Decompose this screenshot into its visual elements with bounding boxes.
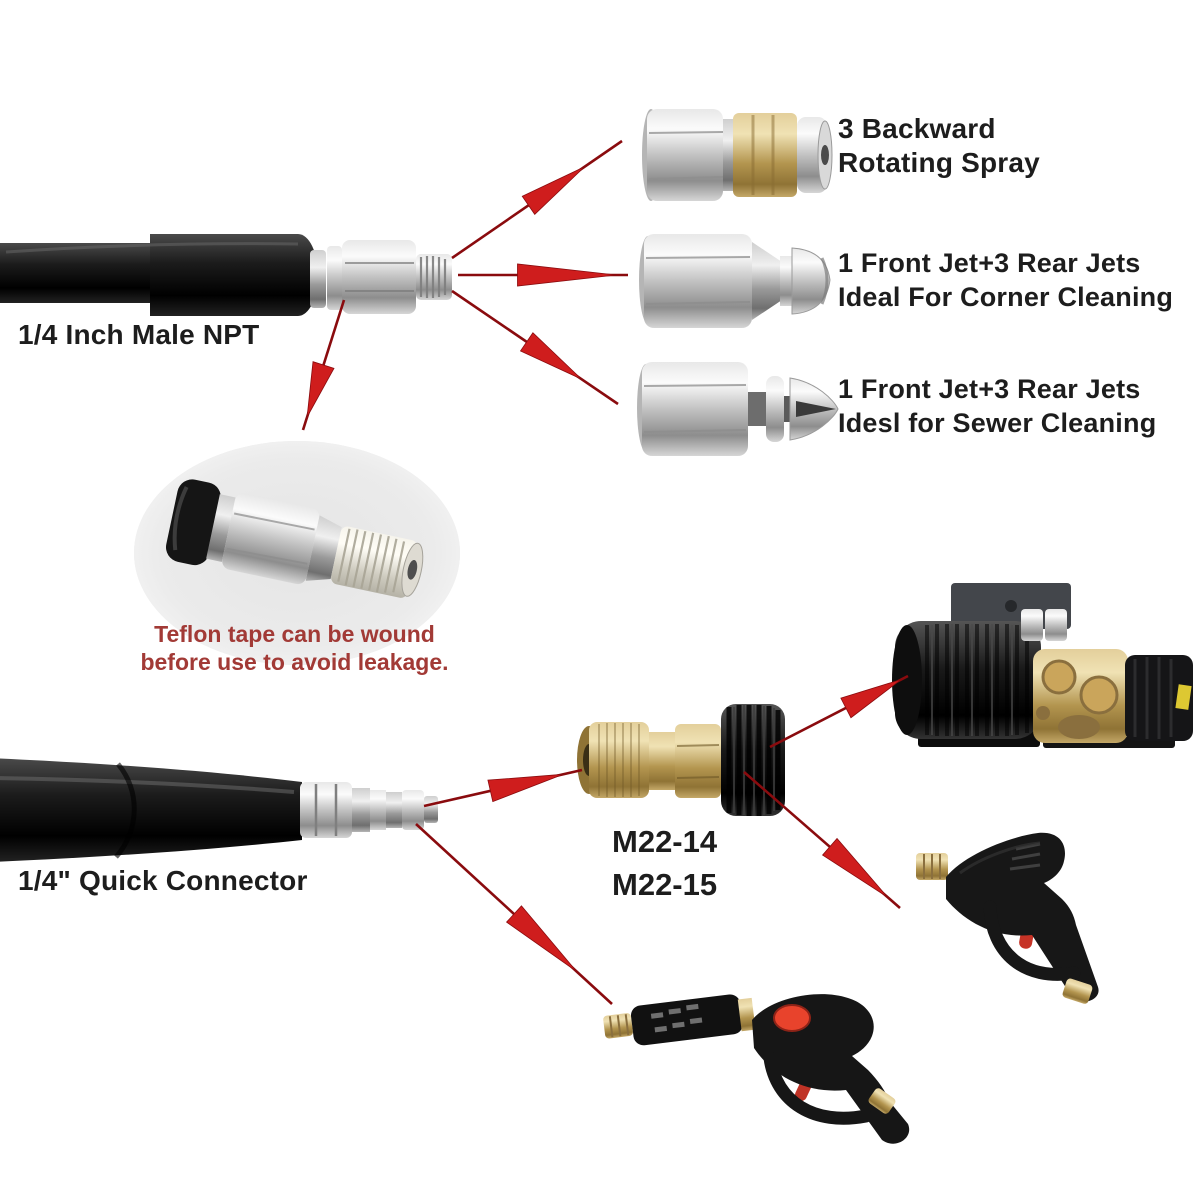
- pressure-washer-pump: [892, 583, 1193, 748]
- arrow-to-pump: [769, 674, 909, 749]
- nozzle-corner-label: 1 Front Jet+3 Rear Jets Ideal For Corner…: [838, 246, 1173, 314]
- label-line: 1 Front Jet+3 Rear Jets: [838, 374, 1141, 404]
- arrow-to-m22-adapter: [423, 768, 583, 808]
- arrow-head: [521, 166, 585, 216]
- jetter-hose-bottom: [0, 758, 438, 862]
- corner-cleaning-nozzle: [639, 234, 831, 328]
- teflon-zoom-circle: [134, 441, 460, 665]
- npt-connector-closeup: [165, 479, 424, 598]
- arrow-to-spray-gun: [743, 771, 901, 909]
- rotating-spray-nozzle: [642, 109, 833, 201]
- gun-safety-button: [773, 1004, 811, 1032]
- arrow-head: [821, 837, 888, 898]
- arrow-to-teflon-circle: [301, 299, 346, 431]
- spray-gun-with-lance: [603, 994, 910, 1144]
- label-line: Ideal For Corner Cleaning: [838, 282, 1174, 312]
- m22-adapter: [577, 704, 785, 816]
- nozzle-rotating-label: 3 Backward Rotating Spray: [838, 112, 1040, 180]
- gun-lance: [630, 994, 743, 1046]
- note-line: before use to avoid leakage.: [140, 649, 449, 675]
- sewer-cleaning-nozzle: [637, 362, 839, 456]
- arrow-head: [517, 263, 617, 287]
- arrow-head: [840, 679, 902, 719]
- arrow-to-sewer-nozzle: [451, 289, 619, 406]
- arrow-layer: [301, 139, 909, 1005]
- note-line: Teflon tape can be wound: [154, 621, 435, 647]
- pump-label: [1175, 684, 1192, 710]
- arrow-head: [306, 361, 335, 418]
- gun-inlet-fitting: [868, 1088, 896, 1114]
- male-npt-label: 1/4 Inch Male NPT: [18, 319, 260, 350]
- arrow-head: [505, 905, 578, 972]
- label-line: 1 Front Jet+3 Rear Jets: [838, 248, 1141, 278]
- jetter-hose-top: [0, 234, 452, 316]
- arrow-to-corner-nozzle: [458, 263, 628, 287]
- arrow-to-rotating-nozzle: [451, 139, 623, 260]
- nozzle-sewer-label: 1 Front Jet+3 Rear Jets Idesl for Sewer …: [838, 372, 1156, 440]
- label-line: M22-15: [612, 867, 718, 902]
- arrow-to-gun-with-lance: [415, 823, 613, 1005]
- label-line: Rotating Spray: [838, 147, 1040, 178]
- arrow-head: [487, 773, 564, 803]
- quick-connect-plug: [402, 790, 424, 830]
- label-line: Idesl for Sewer Cleaning: [838, 408, 1157, 438]
- quick-connector-label: 1/4" Quick Connector: [18, 865, 308, 896]
- label-line: 3 Backward: [838, 113, 996, 144]
- teflon-note: Teflon tape can be wound before use to a…: [112, 620, 477, 676]
- arrow-head: [519, 332, 582, 380]
- gun-inlet-fitting: [1062, 978, 1093, 1004]
- m22-adapter-label: M22-14 M22-15: [612, 820, 717, 906]
- spray-gun: [916, 832, 1099, 1004]
- label-line: M22-14: [612, 824, 718, 859]
